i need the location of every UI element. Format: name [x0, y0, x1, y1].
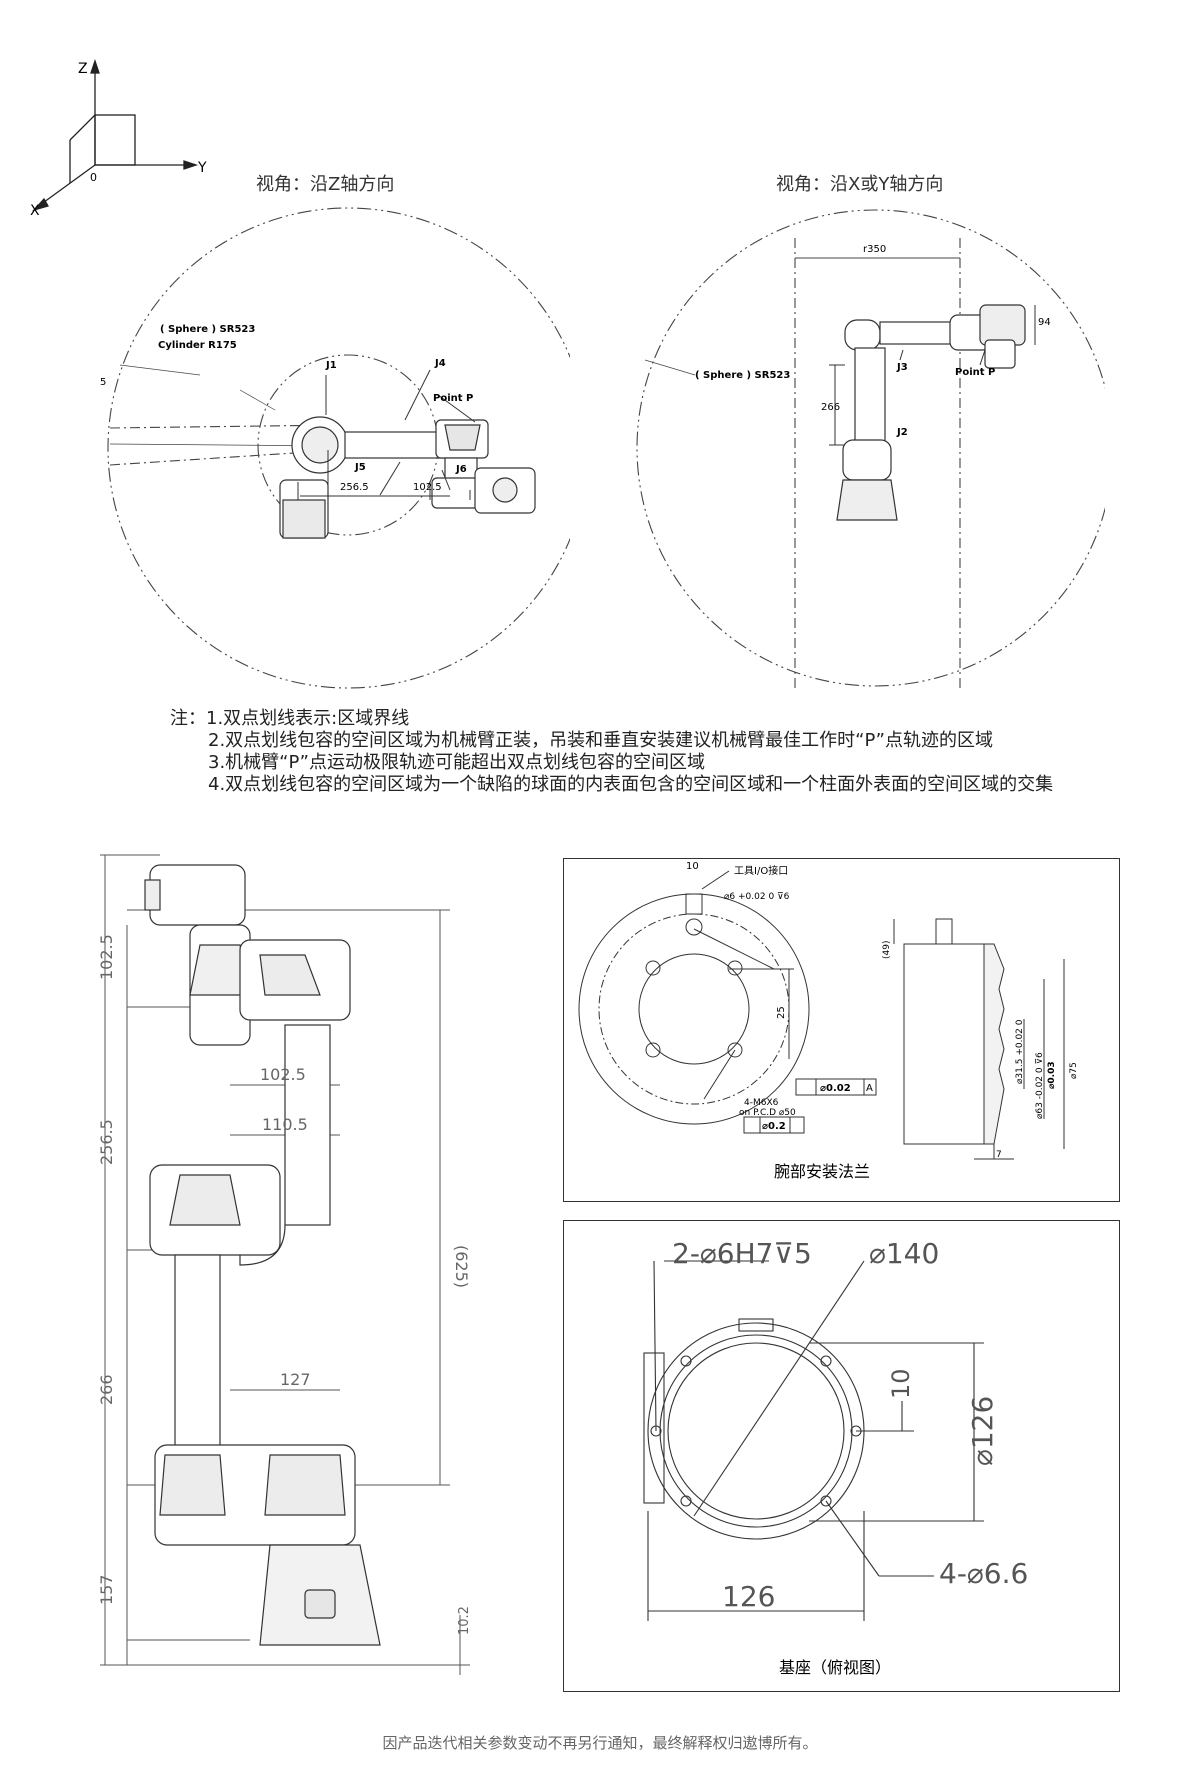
- footer-disclaimer: 因产品迭代相关参数变动不再另行通知，最终解释权归遨博所有。: [382, 1734, 818, 1752]
- base-holes-bottom: 4-⌀6.6: [939, 1557, 1028, 1590]
- view-z-title: 视角：沿Z轴方向: [256, 174, 395, 195]
- dim-side-1105-label: 110.5: [262, 1115, 308, 1134]
- notes-prefix: 注：: [170, 708, 206, 729]
- dim-side-625-label: (625): [452, 1245, 470, 1288]
- point-p-label: Point P: [955, 367, 995, 378]
- j2-label: J2: [896, 427, 908, 438]
- dim-1025-label: 102.5: [413, 482, 442, 493]
- flange-thread: 4-M6X6: [744, 1098, 779, 1108]
- dim-side-102-label: 10.2: [457, 1606, 470, 1635]
- dim-94-label: 94: [1038, 317, 1051, 328]
- flange-dim-10: 10: [686, 861, 699, 872]
- robot-top-view: [279, 416, 536, 539]
- base-dim-126: 126: [722, 1580, 775, 1613]
- notes-block: 注：1.双点划线表示:区域界线 2.双点划线包容的空间区域为机械臂正装，吊装和垂…: [170, 708, 1053, 796]
- note-line-1: 注：1.双点划线表示:区域界线: [170, 708, 1053, 730]
- angle-small-label: 5: [100, 377, 106, 388]
- base-holes-top: 2-⌀6H7⊽5: [672, 1237, 812, 1270]
- flange-drawing: 10 工具I/O接口 ⌀6 +0.02 0 ⊽6 25 ⌀0.02 A 4-M6…: [578, 861, 1079, 1181]
- note-line-2: 2.双点划线包容的空间区域为机械臂正装，吊装和垂直安装建议机械臂最佳工作时“P”…: [208, 730, 994, 751]
- view-z-diagram: ( Sphere ) SR523 Cylinder R175 5 10 J1 J…: [100, 207, 570, 689]
- axis-z-label: Z: [78, 61, 88, 77]
- j3-label: J3: [896, 362, 908, 373]
- flange-panel: 10 工具I/O接口 ⌀6 +0.02 0 ⊽6 25 ⌀0.02 A 4-M6…: [563, 858, 1120, 1202]
- j1-label: J1: [325, 360, 337, 371]
- dim-side-1025-label: 102.5: [97, 934, 116, 980]
- sphere-label: ( Sphere ) SR523: [160, 324, 255, 335]
- note-item-1: 1.双点划线表示:区域界线: [206, 708, 410, 729]
- side-view-diagram: 832 102.5 256.5 266 157 (625) 102.5 110.…: [90, 854, 470, 1675]
- view-xy-title: 视角：沿X或Y轴方向: [776, 174, 944, 195]
- j4-label: J4: [434, 358, 446, 369]
- dim-side-2565-label: 256.5: [97, 1119, 116, 1165]
- sphere-label: ( Sphere ) SR523: [695, 370, 790, 381]
- flange-dim-63: ⌀63 -0.02 0 ⊽6: [1035, 1052, 1045, 1119]
- workspace-sphere-outline: [636, 209, 1105, 687]
- flange-tol-pcd: ⌀0.2: [762, 1121, 786, 1132]
- point-p-label: Point P: [433, 393, 473, 404]
- robot-side-view: [836, 304, 1026, 521]
- flange-dim-75: ⌀75: [1069, 1062, 1079, 1079]
- dim-side-h1025-label: 102.5: [260, 1065, 306, 1084]
- flange-caption: 腕部安装法兰: [774, 1162, 870, 1181]
- flange-dim-315: ⌀31.5 +0.02 0: [1015, 1019, 1025, 1084]
- axis-x-label: X: [30, 203, 40, 219]
- base-dim-10: 10: [887, 1368, 915, 1399]
- axis-y-label: Y: [197, 160, 207, 176]
- base-drawing: 2-⌀6H7⊽5 ⌀140 10 ⌀126 126 4-⌀6.6 基座（俯视图）: [643, 1237, 1028, 1677]
- axis-origin-label: 0: [90, 171, 97, 184]
- workspace-sphere-outline: [107, 207, 570, 689]
- base-panel: 2-⌀6H7⊽5 ⌀140 10 ⌀126 126 4-⌀6.6 基座（俯视图）: [563, 1220, 1120, 1692]
- view-xy-diagram: r350 ( Sphere ) SR523 266 94 J3 J2 Point…: [636, 209, 1105, 690]
- base-caption: 基座（俯视图）: [779, 1658, 891, 1677]
- flange-dim-25: 25: [776, 1006, 787, 1019]
- dim-side-157-label: 157: [97, 1574, 116, 1605]
- j5-label: J5: [354, 462, 366, 473]
- cylinder-label: Cylinder R175: [158, 340, 237, 351]
- note-line-3: 3.机械臂“P”点运动极限轨迹可能超出双点划线包容的空间区域: [208, 752, 706, 773]
- flange-datum-a: A: [866, 1083, 873, 1094]
- flange-hole-spec: ⌀6 +0.02 0 ⊽6: [724, 892, 790, 902]
- dim-side-127-label: 127: [280, 1370, 311, 1389]
- flange-dim-49: (49): [882, 941, 892, 959]
- dim-2565-label: 256.5: [340, 482, 369, 493]
- axis-gizmo: Z Y X 0: [30, 58, 207, 219]
- radius-label: r350: [863, 244, 886, 255]
- base-dia-126: ⌀126: [966, 1396, 999, 1466]
- dim-832-label: 832: [90, 1234, 93, 1265]
- note-line-4: 4.双点划线包容的空间区域为一个缺陷的球面的内表面包含的空间区域和一个柱面外表面…: [208, 774, 1054, 795]
- flange-io-label: 工具I/O接口: [734, 864, 788, 877]
- flange-tol-pos: ⌀0.02: [820, 1083, 851, 1094]
- dim-266-label: 266: [821, 402, 840, 413]
- dim-side-266-label: 266: [97, 1374, 116, 1405]
- flange-pcd: on P.C.D ⌀50: [739, 1108, 796, 1118]
- flange-tol-03: ⌀0.03: [1047, 1061, 1057, 1089]
- base-dia-140: ⌀140: [869, 1237, 939, 1270]
- flange-dim-7: 7: [996, 1150, 1002, 1160]
- robot-side-body: [144, 864, 381, 1646]
- j6-label: J6: [455, 464, 467, 475]
